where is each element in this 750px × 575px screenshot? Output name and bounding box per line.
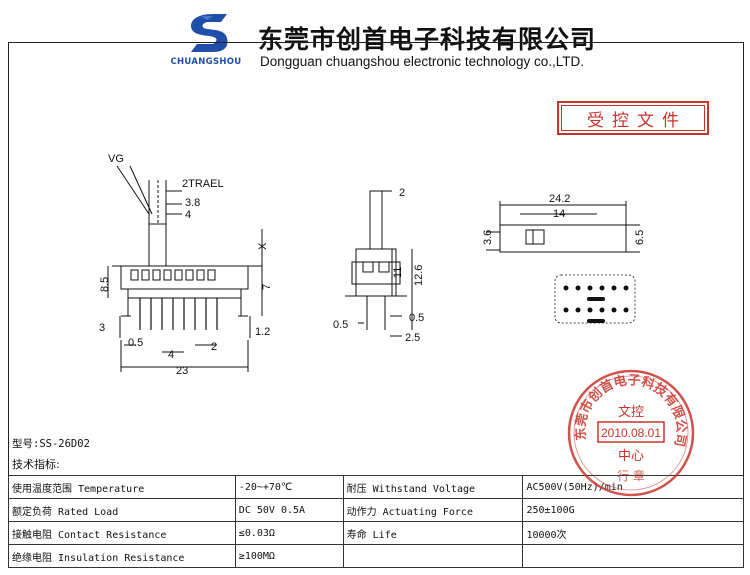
dim-2-5: 2.5 <box>405 332 420 344</box>
spec-label <box>342 544 524 568</box>
spec-label: 使用温度范围 Temperature <box>8 475 236 499</box>
dim-3-8: 3.8 <box>185 197 200 209</box>
dim-6-5: 6.5 <box>634 230 646 245</box>
spec-value <box>522 544 744 568</box>
spec-label: 耐压 Withstand Voltage <box>342 475 524 499</box>
spec-value: ≤0.03Ω <box>234 521 344 545</box>
table-row: 接触电阻 Contact Resistance ≤0.03Ω 寿命 Life 1… <box>8 521 744 545</box>
spec-value: -20~+70℃ <box>234 475 344 499</box>
spec-value: 10000次 <box>522 521 744 545</box>
controlled-document-stamp: 受控文件 <box>557 101 709 135</box>
spec-table: 使用温度范围 Temperature -20~+70℃ 耐压 Withstand… <box>8 475 744 568</box>
drawing-frame <box>8 42 744 568</box>
seal-line-4: 行 章 <box>617 468 645 483</box>
seal-line-1: 文控 <box>618 405 644 420</box>
dim-4-bottom: 4 <box>168 349 174 361</box>
model-number: 型号:SS-26D02 <box>12 438 90 450</box>
logo-text: CHUANGSHOU <box>170 57 242 67</box>
dim-0-5-front: 0.5 <box>128 337 143 349</box>
spec-title: 技术指标: <box>12 458 60 471</box>
table-row: 额定负荷 Rated Load DC 50V 0.5A 动作力 Actuatin… <box>8 498 744 522</box>
spec-value: ≥100MΩ <box>234 544 344 568</box>
spec-value: DC 50V 0.5A <box>234 498 344 522</box>
header: CHUANGSHOU 东莞市创首电子科技有限公司 Dongguan chuang… <box>0 0 750 76</box>
company-seal: 东莞市创首电子科技有限公司 文控 2010.08.01 中心 行 章 <box>567 369 695 497</box>
table-row: 绝缘电阻 Insulation Resistance ≥100MΩ <box>8 544 744 568</box>
seal-line-3: 中心 <box>618 449 644 464</box>
dim-0-5-side-right: 0.5 <box>409 312 424 324</box>
spec-value: 250±100G <box>522 498 744 522</box>
dim-travel: 2TRAEL <box>182 178 224 190</box>
dim-2-side: 2 <box>399 187 405 199</box>
dim-2-front: 2 <box>211 341 217 353</box>
dim-7: 7 <box>261 284 273 290</box>
company-name-en: Dongguan chuangshou electronic technolog… <box>260 54 584 69</box>
dim-11: 11 <box>392 267 404 278</box>
dim-3-6: 3.6 <box>482 230 494 245</box>
spec-label: 动作力 Actuating Force <box>342 498 524 522</box>
technical-drawing: VG 2TRAEL 3.8 4 X 8.5 7 3 1.2 0.5 4 2 23… <box>99 153 646 377</box>
dim-4-top: 4 <box>185 209 191 221</box>
company-name-cn: 东莞市创首电子科技有限公司 <box>258 25 597 54</box>
spec-label: 接触电阻 Contact Resistance <box>8 521 236 545</box>
spec-label: 绝缘电阻 Insulation Resistance <box>8 544 236 568</box>
dim-23: 23 <box>176 365 188 377</box>
dim-1-2: 1.2 <box>255 326 270 338</box>
dim-14: 14 <box>553 208 565 220</box>
seal-date: 2010.08.01 <box>601 426 661 440</box>
dim-24-2: 24.2 <box>549 193 570 205</box>
dim-x: X <box>257 242 269 250</box>
dim-8-5: 8.5 <box>99 277 111 292</box>
dim-3: 3 <box>99 322 105 334</box>
spec-label: 额定负荷 Rated Load <box>8 498 236 522</box>
dim-0-5-side-left: 0.5 <box>333 319 348 331</box>
dim-12-6: 12.6 <box>413 265 425 286</box>
spec-label: 寿命 Life <box>342 521 524 545</box>
dim-vg: VG <box>108 153 124 165</box>
